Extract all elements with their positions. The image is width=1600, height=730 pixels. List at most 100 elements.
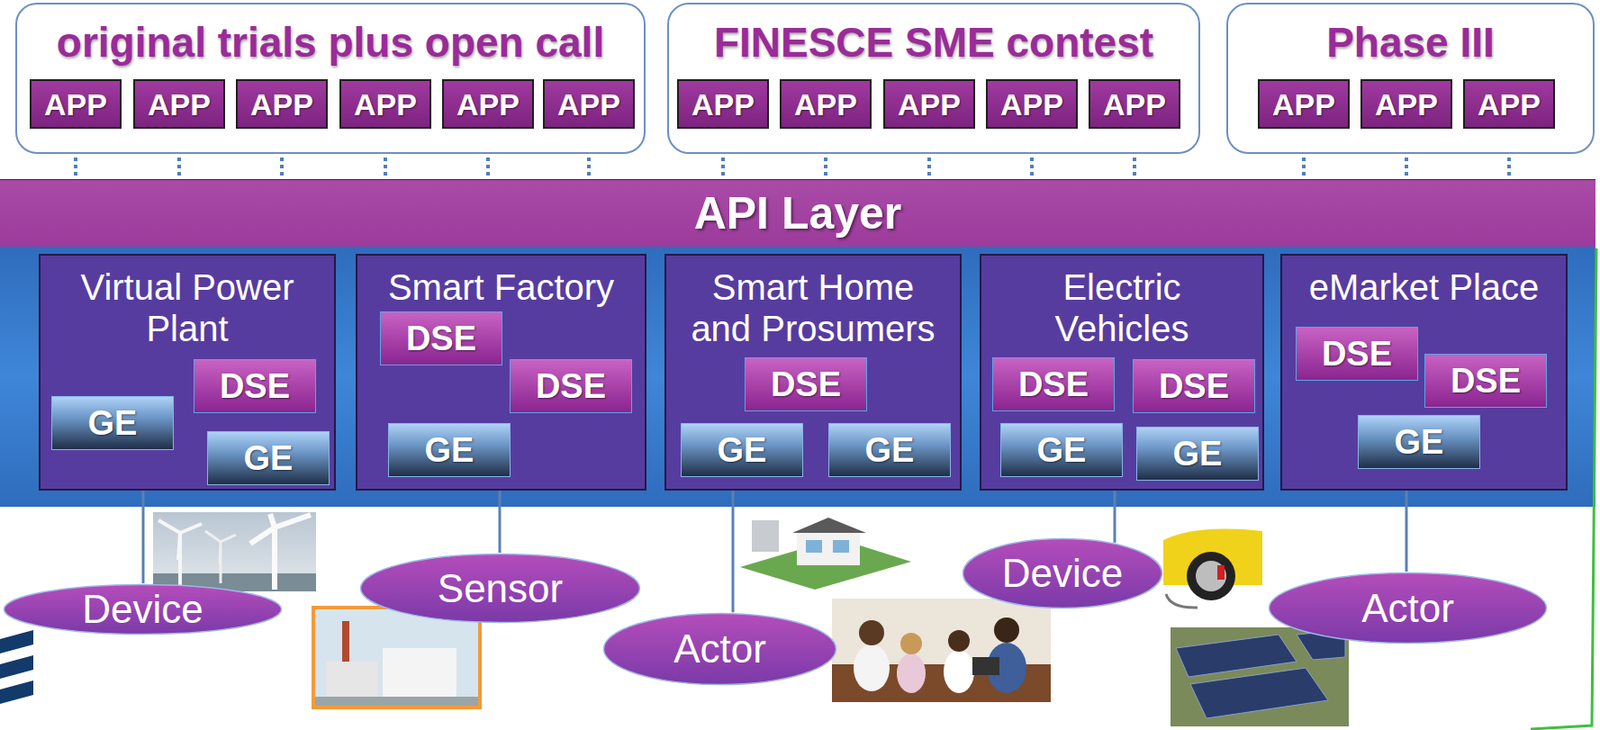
logo	[0, 630, 34, 705]
ge-label: GE	[717, 433, 768, 468]
entity-label: Sensor	[437, 569, 563, 609]
app-box: APP	[1088, 79, 1181, 129]
ellipse-outline	[604, 614, 837, 686]
dse-label: DSE	[770, 367, 841, 402]
person-head	[948, 630, 970, 652]
ge-box: GE	[828, 423, 951, 478]
dse-label: DSE	[1018, 367, 1089, 402]
laptop	[972, 657, 1000, 676]
connector-line	[498, 490, 502, 553]
solar-panel	[1175, 634, 1297, 678]
domain-title: Smart Factory	[366, 266, 637, 308]
app-box: APP	[442, 79, 534, 129]
ge-label: GE	[424, 433, 475, 468]
grass	[1170, 627, 1349, 727]
app-label: APP	[1102, 89, 1167, 120]
brake-caliper	[1217, 565, 1225, 580]
logo-bar	[0, 655, 34, 679]
rim	[1195, 560, 1227, 592]
entity-ellipse: Sensor	[359, 552, 642, 624]
person-head	[900, 632, 923, 655]
app-box: APP	[339, 79, 432, 129]
app-label: APP	[1374, 89, 1438, 120]
dse-label: DSE	[535, 369, 606, 404]
ge-label: GE	[88, 406, 138, 441]
person-head	[858, 620, 885, 646]
dse-box: DSE	[193, 359, 317, 414]
dse-box: DSE	[1424, 353, 1547, 408]
ge-box: GE	[1357, 415, 1481, 470]
group-box: Phase III APP APP APP	[1226, 2, 1595, 154]
entity-ellipse: Actor	[602, 612, 838, 687]
app-label: APP	[897, 89, 961, 120]
house-photo	[740, 517, 912, 590]
app-label: APP	[456, 89, 520, 120]
group-title: original trials plus open call	[56, 18, 605, 66]
ge-label: GE	[1173, 436, 1223, 471]
domain-box: Virtual Power PlantDSE GE GE	[38, 253, 336, 491]
ellipse-outline	[963, 539, 1163, 609]
app-label: APP	[1000, 89, 1064, 120]
ge-label: GE	[1037, 433, 1087, 468]
app-label: APP	[44, 89, 108, 120]
window	[832, 540, 850, 553]
entity-label: Device	[1002, 553, 1124, 594]
wind-turbine-photo	[153, 512, 317, 592]
app-box: APP	[883, 79, 976, 129]
dse-label: DSE	[406, 321, 477, 356]
entity-label: Actor	[1361, 588, 1455, 629]
person	[943, 650, 975, 694]
dse-box: DSE	[992, 357, 1115, 412]
chimney	[342, 621, 350, 662]
app-label: APP	[250, 89, 314, 120]
dse-label: DSE	[1321, 336, 1393, 371]
app-label: APP	[691, 89, 755, 120]
connector-line	[1113, 490, 1117, 543]
turbine	[158, 520, 202, 586]
group-title: Phase III	[1326, 18, 1495, 66]
domain-box: Smart Home and ProsumersDSEGEGE	[664, 253, 962, 491]
ge-box: GE	[680, 423, 804, 478]
entity-ellipse: Actor	[1267, 571, 1548, 645]
factory-photo	[313, 607, 480, 708]
photo-wall	[831, 598, 1051, 703]
app-label: APP	[353, 89, 417, 120]
logo-bar	[0, 630, 34, 654]
app-box: APP	[985, 79, 1078, 129]
person	[896, 653, 926, 694]
blue-band	[0, 246, 1596, 507]
dse-box: DSE	[379, 311, 503, 366]
app-box: APP	[1257, 79, 1350, 129]
connector-line	[732, 490, 735, 613]
dse-box: DSE	[1132, 359, 1256, 414]
entity-ellipse: Device	[961, 537, 1164, 610]
photo-sky	[153, 512, 317, 592]
car-photo	[1163, 529, 1263, 609]
domain-title: Electric Vehicles	[1000, 266, 1244, 350]
ground	[315, 696, 479, 706]
turbine	[250, 514, 311, 590]
domain-title: Virtual Power Plant	[59, 266, 317, 350]
ge-label: GE	[865, 433, 915, 468]
entity-label: Device	[81, 589, 204, 630]
photo-frame	[313, 607, 480, 708]
group-title: FINESCE SME contest	[714, 18, 1154, 66]
ellipse-outline	[4, 585, 282, 635]
window	[805, 540, 823, 553]
api-band: API Layer	[0, 179, 1596, 247]
ge-label: GE	[244, 441, 294, 476]
app-box: APP	[1463, 79, 1555, 129]
group-box: FINESCE SME contestAPP APP APP APP APP	[667, 2, 1201, 154]
person-head	[994, 617, 1020, 643]
cable	[1166, 594, 1198, 608]
app-box: APP	[1360, 79, 1453, 129]
group-box: original trials plus open callAPP APP APP A…	[15, 2, 646, 154]
family-photo	[831, 598, 1051, 703]
ge-box: GE	[207, 431, 330, 486]
app-box: APP	[542, 79, 635, 129]
app-label: APP	[794, 89, 858, 120]
domain-box: Smart FactoryDSE DSE GE	[355, 253, 647, 491]
dse-box: DSE	[1295, 326, 1419, 381]
connector-line	[142, 490, 145, 584]
